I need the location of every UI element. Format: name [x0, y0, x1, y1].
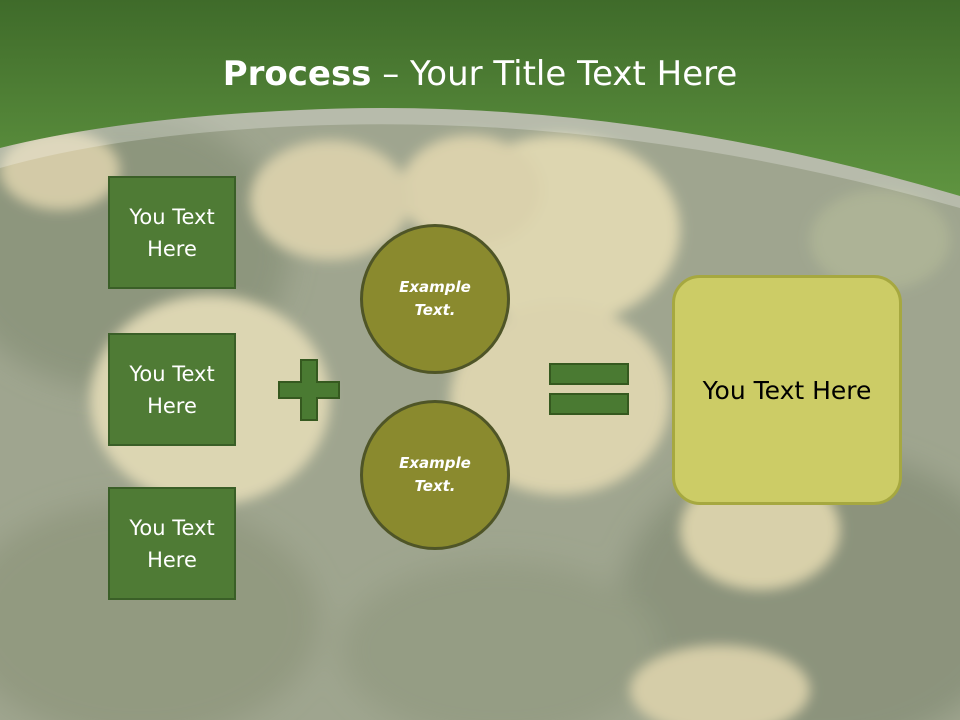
- input-box-3-label: You Text Here: [129, 515, 215, 572]
- result-box-label: You Text Here: [702, 375, 872, 405]
- slide-title: Process – Your Title Text Here: [0, 52, 960, 96]
- example-circle-1[interactable]: Example Text.: [360, 224, 510, 374]
- title-bold-text: Process: [222, 54, 372, 94]
- equals-icon: [549, 363, 629, 415]
- example-circle-2-label: Example Text.: [399, 454, 471, 495]
- title-rest-text: – Your Title Text Here: [371, 54, 738, 94]
- example-circle-1-label: Example Text.: [399, 278, 471, 319]
- input-box-3[interactable]: You Text Here: [108, 487, 236, 600]
- input-box-2[interactable]: You Text Here: [108, 333, 236, 446]
- input-box-2-label: You Text Here: [129, 361, 215, 418]
- example-circle-2[interactable]: Example Text.: [360, 400, 510, 550]
- input-box-1[interactable]: You Text Here: [108, 176, 236, 289]
- plus-icon: [278, 359, 340, 421]
- input-box-1-label: You Text Here: [129, 204, 215, 261]
- result-box[interactable]: You Text Here: [672, 275, 902, 505]
